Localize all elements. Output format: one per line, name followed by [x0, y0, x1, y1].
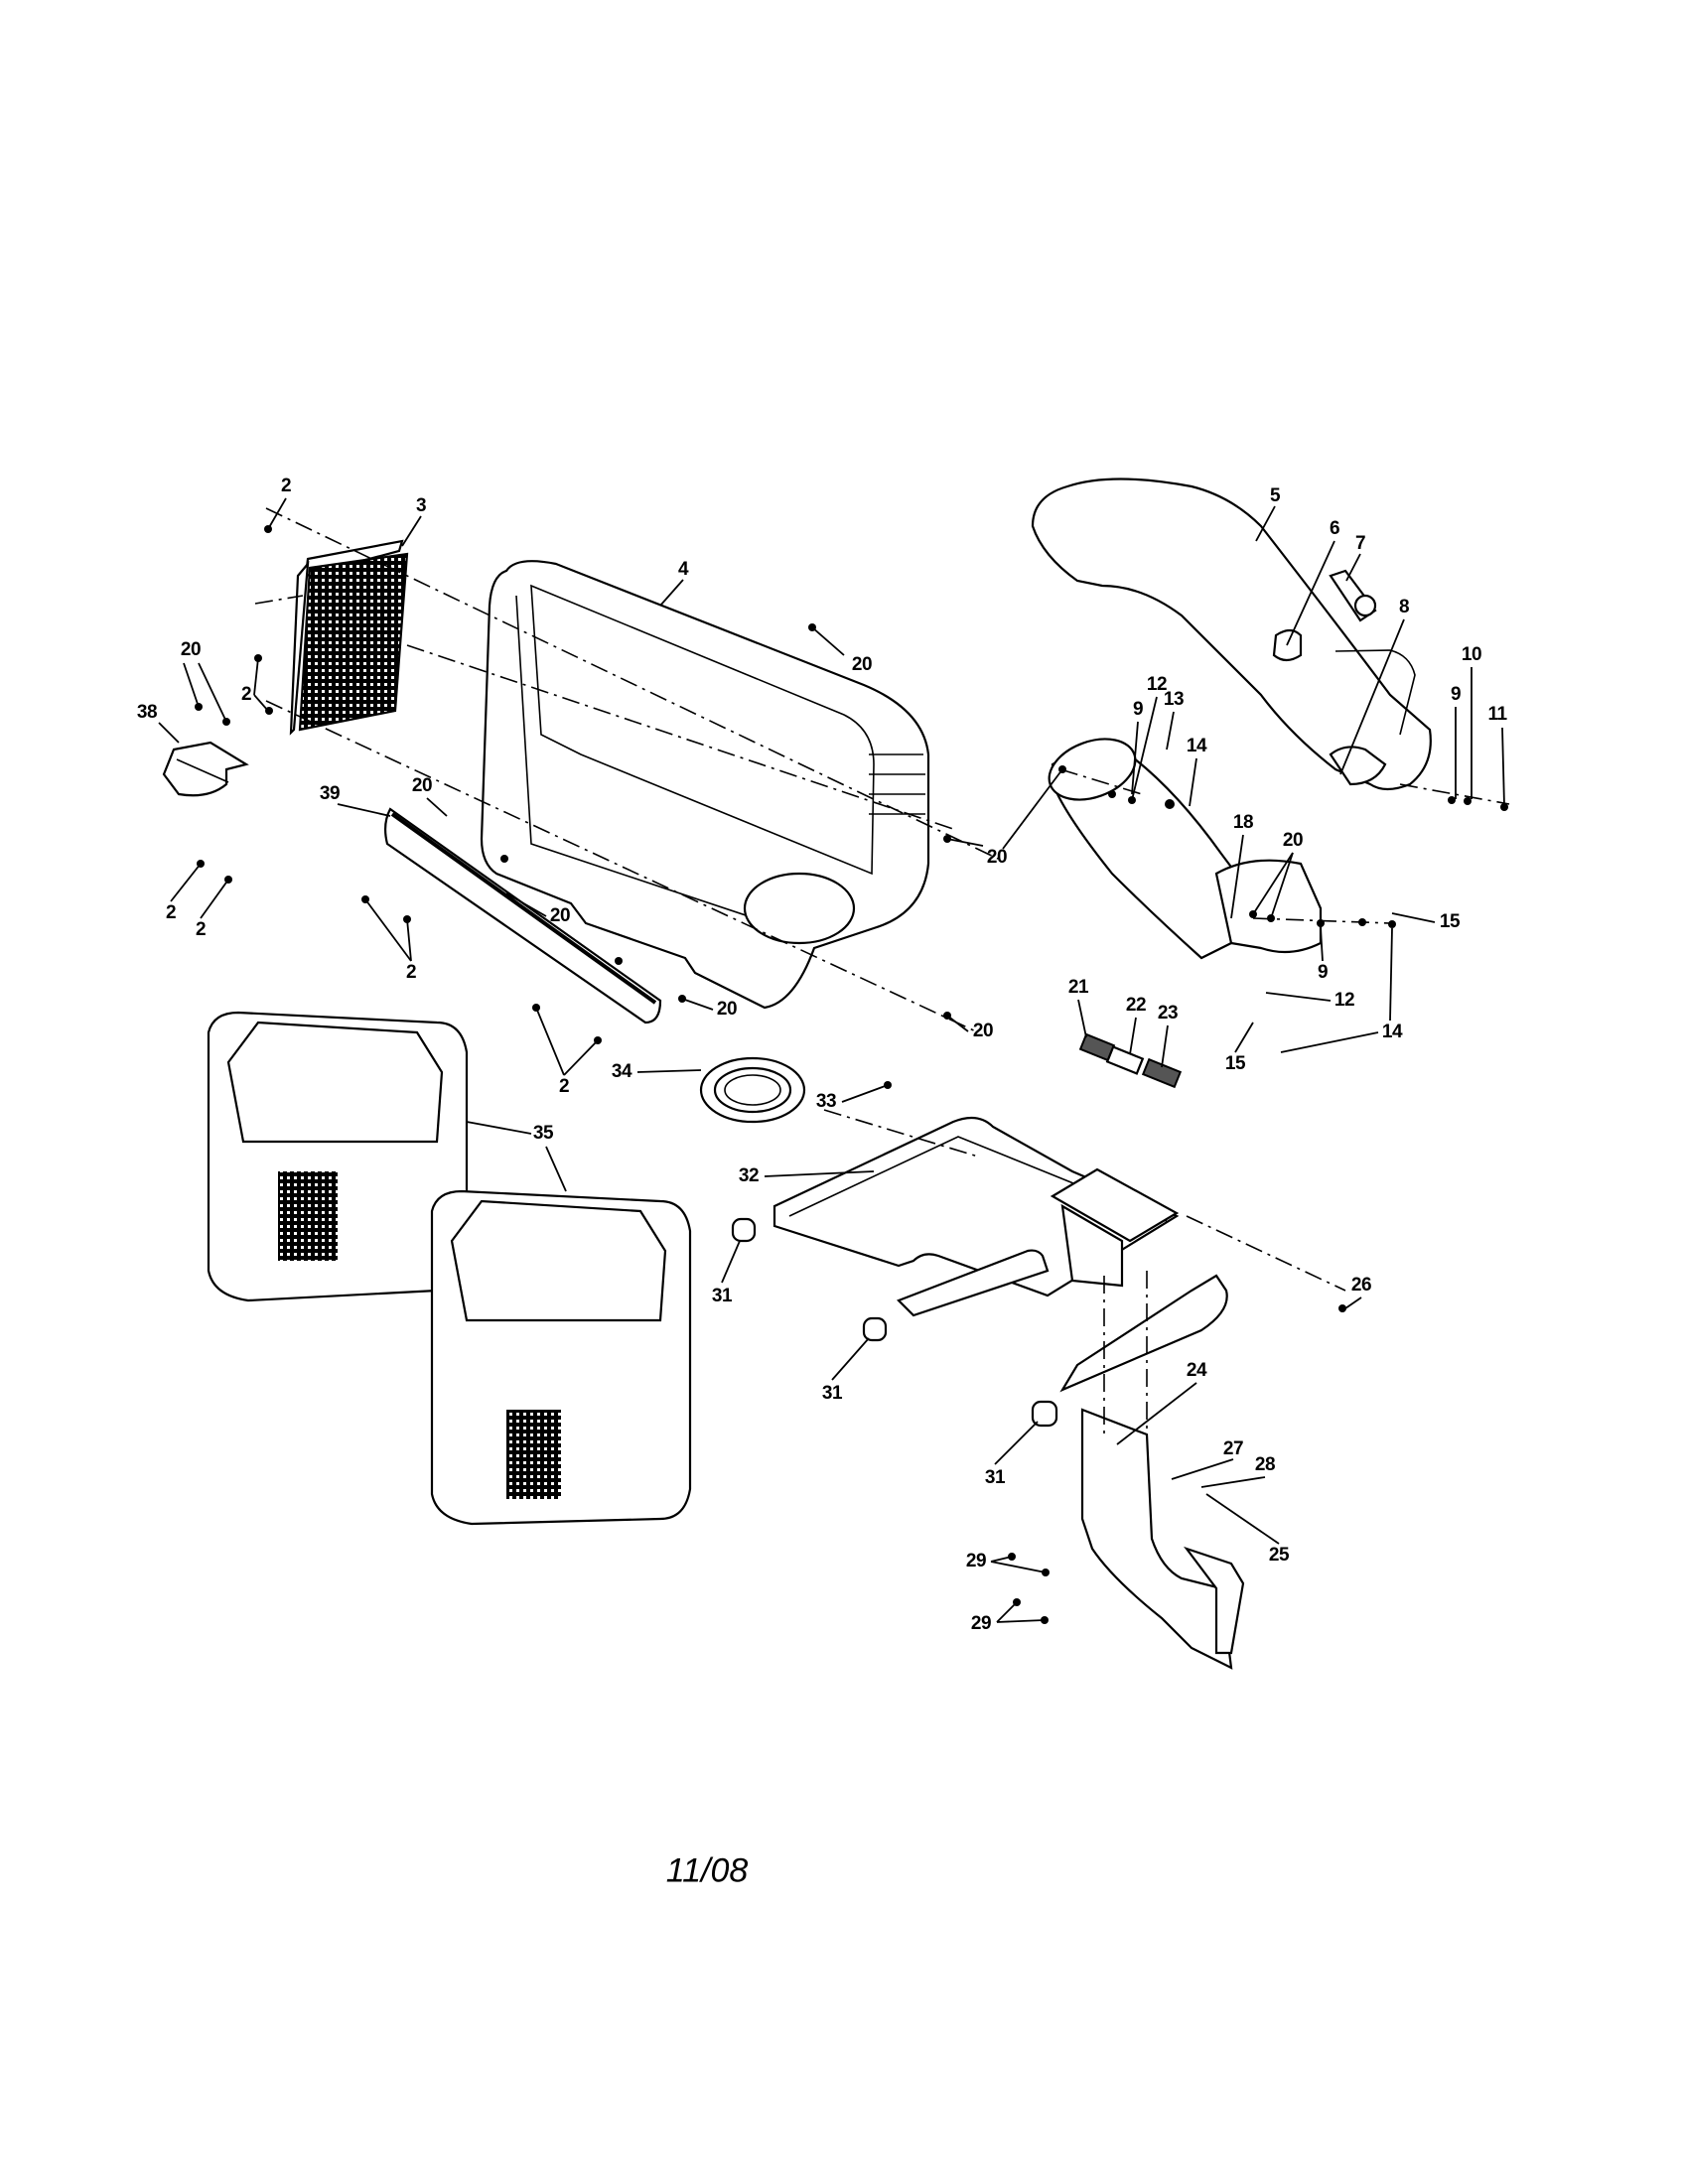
bracket-part	[162, 741, 249, 797]
part-label-screw: 20	[972, 1021, 994, 1041]
part-label-screw: 20	[986, 847, 1008, 868]
part-label-knob: 7	[1354, 533, 1366, 554]
part-label-spring: 21	[1067, 977, 1089, 998]
part-label-chute-upper: 5	[1269, 485, 1281, 506]
part-label-mount-bracket: 24	[1186, 1360, 1207, 1381]
mount-bracket-part	[1080, 1408, 1245, 1670]
part-label-washer: 12	[1146, 674, 1168, 695]
part-label-decal: 6	[1329, 518, 1340, 539]
part-label-pin: 15	[1439, 911, 1461, 932]
part-label-deflector: 39	[319, 783, 341, 804]
part-label-screw: 2	[558, 1076, 570, 1097]
part-label-screw: 20	[851, 654, 873, 675]
part-label-pin: 15	[1224, 1053, 1246, 1074]
part-label-handle: 8	[1398, 597, 1410, 617]
part-label-cap: 31	[821, 1383, 843, 1404]
part-label-gasket: 34	[611, 1061, 632, 1082]
part-label-washer: 9	[1132, 699, 1144, 720]
part-label-spring: 23	[1157, 1003, 1179, 1024]
part-label-screen: 3	[415, 495, 427, 516]
part-label-screw: 20	[411, 775, 433, 796]
part-label-screw: 2	[165, 902, 177, 923]
frame-part	[772, 1116, 1228, 1393]
gasket-part	[699, 1056, 806, 1124]
bag-left-part	[207, 1011, 469, 1302]
part-label-washer: 9	[1317, 962, 1329, 983]
part-label-pin: 26	[1350, 1275, 1372, 1296]
part-label-clip: 28	[1254, 1454, 1276, 1475]
part-label-clip: 11	[1487, 704, 1507, 725]
hood-part	[480, 560, 930, 1010]
lower-chute-part	[1048, 738, 1323, 960]
part-label-screw: 29	[965, 1551, 987, 1571]
part-label-bolt: 27	[1222, 1438, 1244, 1459]
part-label-screw: 2	[280, 476, 292, 496]
part-label-screw: 2	[405, 962, 417, 983]
part-label-screw: 20	[1282, 830, 1304, 851]
deflector-part	[383, 807, 662, 1024]
part-label-spacer: 22	[1125, 995, 1147, 1016]
part-label-screw: 2	[195, 919, 207, 940]
part-label-lever: 13	[1163, 689, 1185, 710]
part-label-rod: 33	[815, 1091, 837, 1112]
part-label-plate: 25	[1268, 1545, 1290, 1566]
part-label-hood: 4	[677, 559, 689, 580]
caps-part	[731, 1217, 1058, 1428]
part-label-screw: 29	[970, 1613, 992, 1634]
assembly-lines	[254, 507, 1510, 1434]
bag-right-part	[430, 1189, 692, 1526]
date-code: 11/08	[665, 1851, 749, 1890]
part-label-screw: 20	[549, 905, 571, 926]
part-label-washer: 12	[1333, 990, 1355, 1011]
part-label-bracket: 38	[136, 702, 158, 723]
part-label-screw: 20	[180, 639, 202, 660]
part-label-frame: 32	[738, 1165, 760, 1186]
part-label-cap: 31	[711, 1286, 733, 1306]
part-label-screw: 2	[240, 684, 252, 705]
part-label-chute-lower: 18	[1232, 812, 1254, 833]
screen-part	[289, 539, 409, 736]
part-label-washer: 9	[1450, 684, 1462, 705]
part-label-cap: 31	[984, 1467, 1006, 1488]
part-label-bag-assembly: 35	[532, 1123, 554, 1144]
part-label-nut: 14	[1381, 1022, 1403, 1042]
spring-assembly	[1078, 1032, 1183, 1089]
leader-lines	[158, 497, 1505, 1623]
part-label-screw: 20	[716, 999, 738, 1020]
part-label-pin: 10	[1461, 644, 1482, 665]
part-label-nut: 14	[1186, 736, 1207, 756]
